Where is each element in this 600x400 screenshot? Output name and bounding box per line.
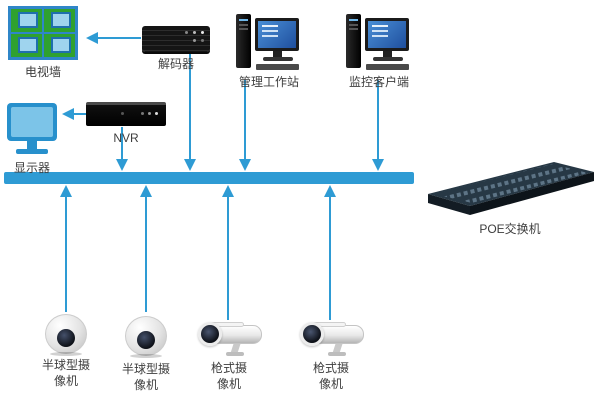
tv-wall-label: 电视墙 — [24, 65, 61, 79]
monitor-base — [16, 149, 48, 154]
nvr-label: NVR — [113, 131, 139, 145]
display-label: 显示器 — [13, 161, 50, 175]
monitoring-client-label: 监控客户端 — [348, 75, 409, 89]
switch-side-face — [428, 194, 470, 215]
computer-tower-icon — [346, 14, 361, 68]
display-monitor-icon — [6, 103, 60, 159]
monitor-stand — [27, 141, 37, 149]
dome-camera-icon — [44, 314, 88, 356]
switch-front-face — [470, 172, 594, 215]
shadow — [50, 352, 82, 356]
shadow — [130, 354, 162, 358]
management-workstation-label: 管理工作站 — [238, 75, 299, 89]
screen — [11, 107, 53, 137]
management-workstation-icon — [236, 12, 302, 76]
monitor-stand — [383, 51, 392, 57]
dome-camera-2-label: 半球型摄像机 — [122, 362, 171, 393]
decoder-icon — [142, 26, 210, 52]
monitor-base — [373, 57, 403, 61]
screen — [368, 21, 406, 48]
tv-screen — [44, 34, 75, 57]
camera-lens — [57, 329, 75, 348]
mount-base — [226, 352, 244, 356]
screen — [258, 21, 296, 48]
monitor-frame — [7, 103, 57, 141]
tv-screen — [11, 9, 42, 32]
poe-switch-icon — [424, 154, 596, 220]
monitor-base — [263, 57, 293, 61]
bullet-camera-2-label: 枪式摄像机 — [312, 361, 349, 392]
keyboard-icon — [366, 64, 409, 70]
tv-screen — [44, 9, 75, 32]
monitor-icon — [255, 18, 299, 51]
tv-wall-icon — [8, 6, 78, 60]
bullet-camera-icon — [198, 322, 264, 358]
camera-lens — [300, 322, 324, 346]
nvr-icon — [86, 102, 166, 126]
switch-ports — [434, 164, 588, 203]
bullet-camera-1-label: 枪式摄像机 — [210, 361, 247, 392]
camera-lens — [198, 322, 222, 346]
mount-base — [328, 352, 346, 356]
poe-switch-label: POE交换机 — [479, 222, 541, 236]
camera-lens — [137, 331, 155, 350]
monitor-icon — [365, 18, 409, 51]
computer-tower-icon — [236, 14, 251, 68]
poe-switch-graphic — [428, 162, 594, 215]
monitor-stand — [273, 51, 282, 57]
network-bus-bar — [4, 172, 414, 184]
decoder-label: 解码器 — [157, 57, 194, 71]
monitoring-client-icon — [346, 12, 412, 76]
dome-camera-icon — [124, 316, 168, 358]
bullet-camera-icon — [300, 322, 366, 358]
keyboard-icon — [256, 64, 299, 70]
dome-camera-1-label: 半球型摄像机 — [42, 358, 91, 389]
tv-screen — [11, 34, 42, 57]
